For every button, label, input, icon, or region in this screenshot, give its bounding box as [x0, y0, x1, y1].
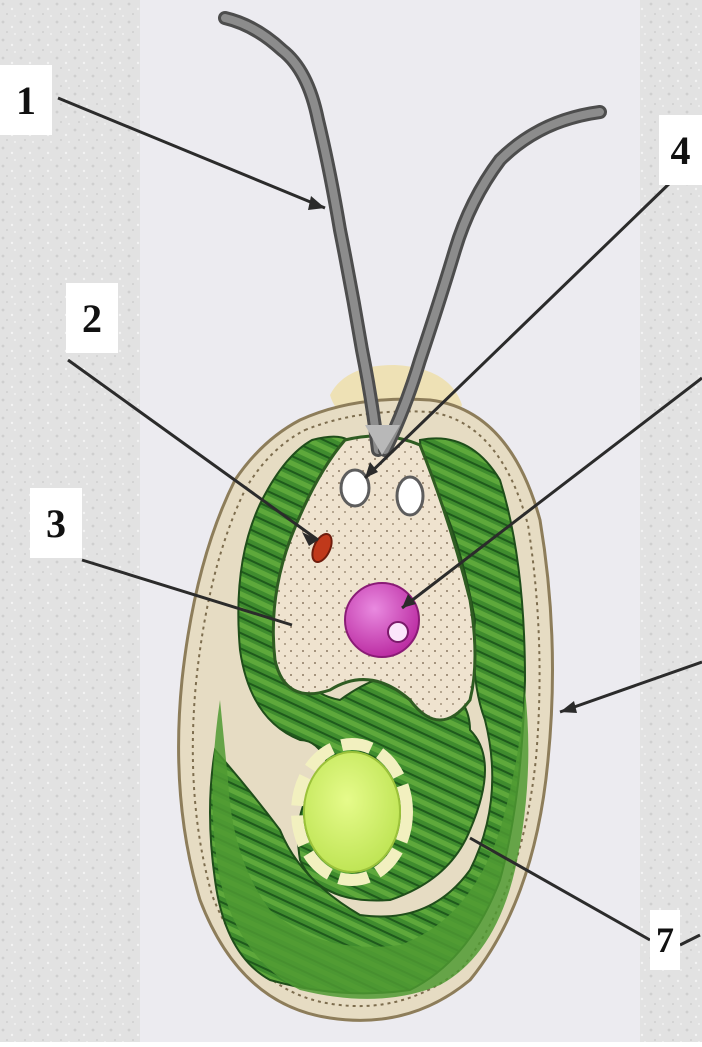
nucleus [345, 583, 419, 657]
label-1: 1 [0, 65, 52, 135]
contractile-vacuole [341, 470, 369, 506]
nucleolus [388, 622, 408, 642]
label-2: 2 [66, 283, 118, 353]
label-7: 7 [650, 910, 680, 970]
reservoir-vacuole [397, 477, 423, 515]
label-3: 3 [30, 488, 82, 558]
pyrenoid [304, 752, 400, 872]
label-4: 4 [659, 115, 702, 185]
